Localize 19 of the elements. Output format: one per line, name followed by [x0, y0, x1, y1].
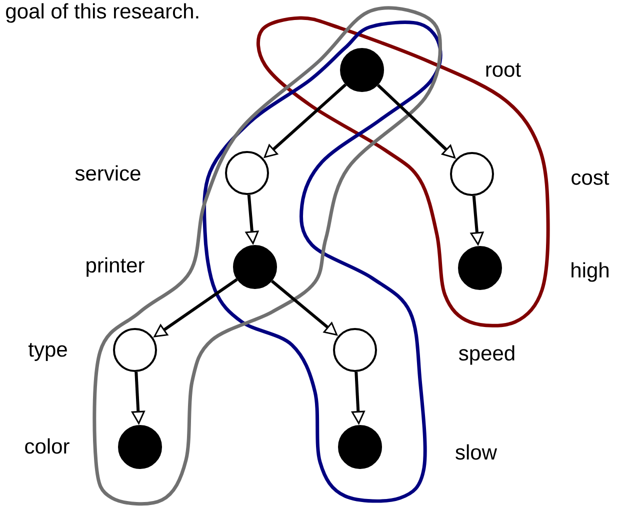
node-label: type [28, 343, 67, 361]
filled-circle [338, 425, 382, 469]
filled-circle [118, 425, 162, 469]
node-label: service [75, 165, 140, 181]
note-text: goal of this research. [6, 3, 198, 23]
empty-circle [113, 328, 157, 372]
node-label: high [572, 262, 608, 282]
empty-circle [225, 151, 269, 195]
node-label: cost [572, 171, 610, 185]
node-label: printer [86, 257, 144, 277]
empty-circle [450, 152, 494, 196]
filled-circle [233, 245, 277, 289]
filled-circle [340, 48, 384, 92]
node-label: speed [458, 345, 514, 365]
filled-circle [458, 246, 502, 290]
node-label: color [25, 438, 70, 454]
node-label: root [486, 63, 521, 77]
node-label: slow [456, 444, 498, 460]
empty-circle [333, 328, 377, 372]
